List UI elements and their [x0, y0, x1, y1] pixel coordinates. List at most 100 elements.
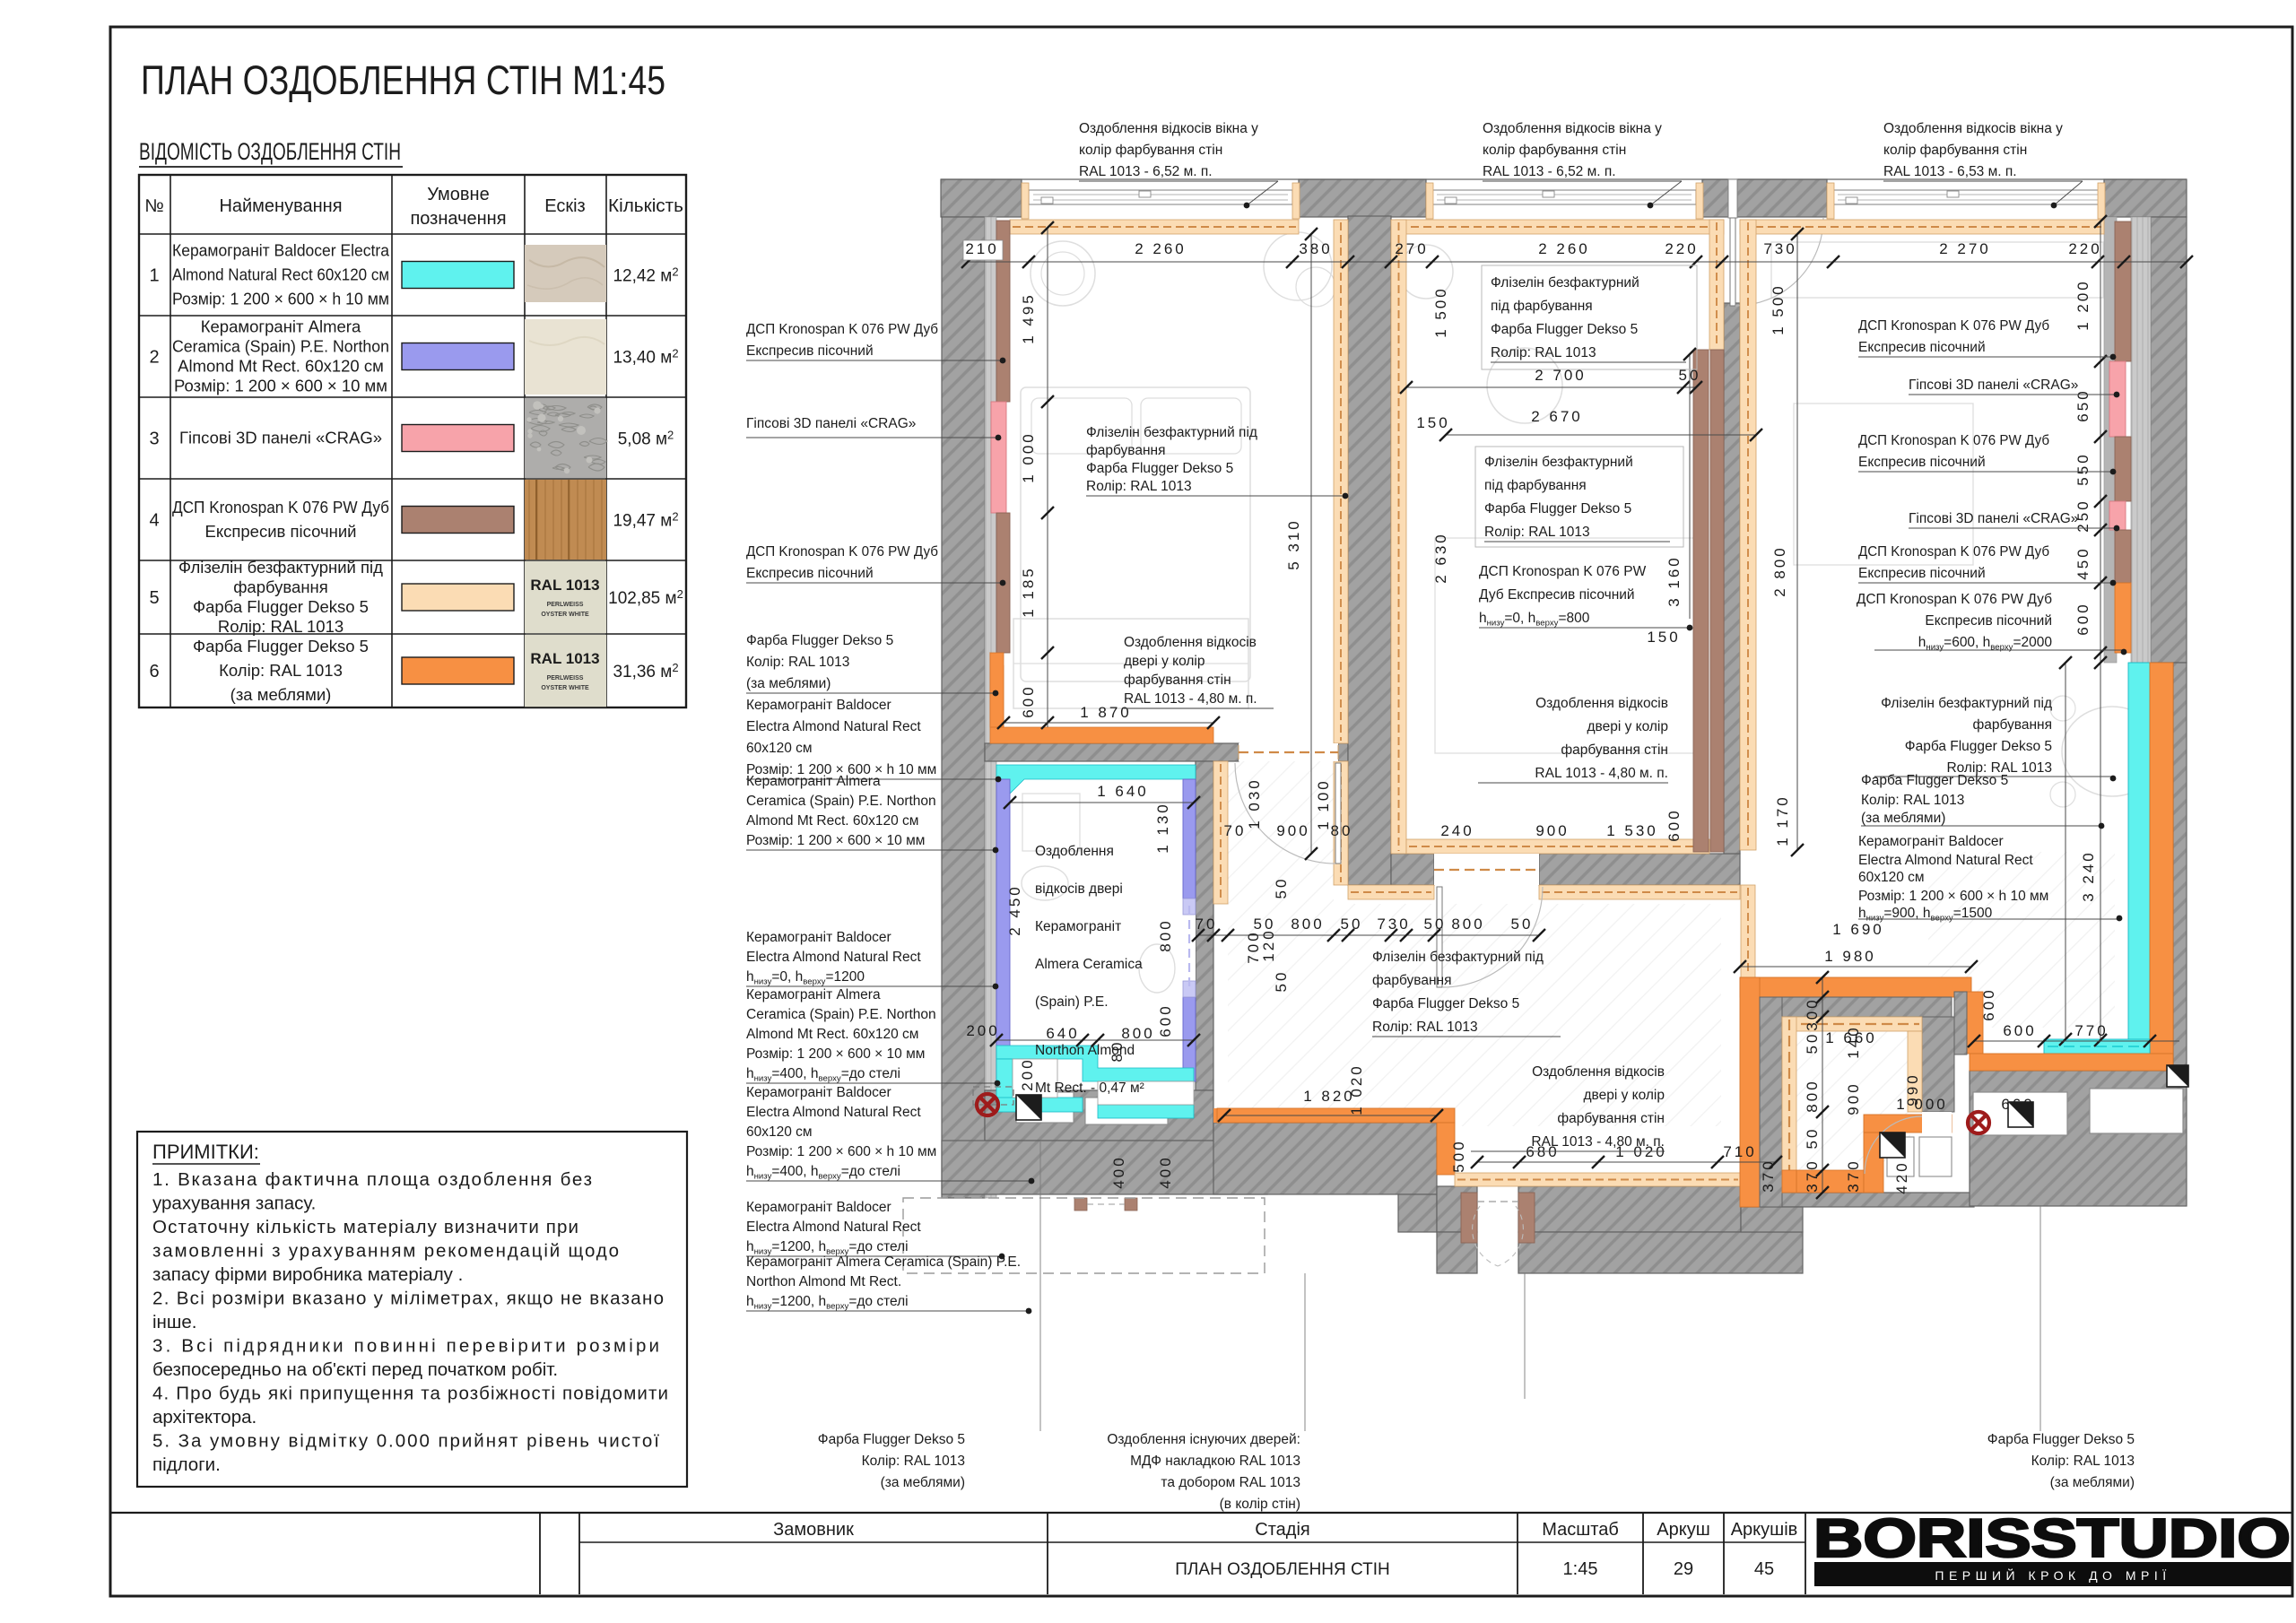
svg-text:380: 380	[1299, 240, 1332, 257]
svg-text:2 270: 2 270	[1939, 240, 1991, 257]
svg-text:(за меблями): (за меблями)	[746, 676, 831, 691]
svg-text:Rолір: RAL 1013: Rолір: RAL 1013	[1491, 345, 1596, 360]
svg-text:3 160: 3 160	[1665, 555, 1683, 607]
svg-text:600: 600	[1020, 684, 1037, 717]
svg-text:1. Вказана фактична площа озд: 1. Вказана фактична площа оздоблення без	[152, 1169, 592, 1190]
svg-text:900: 900	[1845, 1081, 1862, 1115]
svg-text:1 200: 1 200	[2074, 279, 2092, 331]
svg-text:4: 4	[149, 511, 159, 531]
svg-text:фарбування: фарбування	[1086, 443, 1165, 458]
svg-text:Оздоблення відкосів: Оздоблення відкосів	[1124, 635, 1257, 650]
svg-text:900: 900	[1276, 822, 1309, 839]
svg-text:RAL 1013 - 4,80 м. п.: RAL 1013 - 4,80 м. п.	[1535, 766, 1668, 781]
svg-text:фарбування стін: фарбування стін	[1124, 673, 1231, 688]
svg-text:730: 730	[1763, 240, 1796, 257]
svg-text:60x120 см: 60x120 см	[1858, 870, 1925, 885]
svg-text:Rолір: RAL 1013: Rолір: RAL 1013	[1484, 525, 1590, 540]
svg-text:5: 5	[149, 588, 159, 608]
svg-text:Кількість: Кількість	[608, 196, 683, 216]
svg-text:(за меблями): (за меблями)	[230, 685, 332, 704]
svg-text:Колір: RAL 1013: Колір: RAL 1013	[219, 661, 343, 680]
svg-text:1 495: 1 495	[1020, 292, 1037, 344]
svg-text:Almond Natural Rect 60x120 см: Almond Natural Rect 60x120 см	[172, 265, 389, 284]
svg-text:№: №	[144, 196, 163, 216]
svg-text:підлоги.: підлоги.	[152, 1454, 221, 1475]
svg-text:RAL 1013 - 6,52 м. п.: RAL 1013 - 6,52 м. п.	[1079, 164, 1213, 179]
svg-text:Дуб Експресив пісочний: Дуб Експресив пісочний	[1479, 587, 1635, 603]
svg-text:замовленні з урахуванням реком: замовленні з урахуванням рекомендацій що…	[152, 1241, 619, 1262]
svg-text:50: 50	[1804, 1032, 1821, 1055]
svg-text:Фарба Flugger Dekso 5: Фарба Flugger Dekso 5	[1861, 773, 2008, 788]
svg-text:3. Всі підрядники повинн: 3. Всі підрядники повинні перевірити роз…	[152, 1336, 659, 1357]
svg-text:відкосів двері: відкосів двері	[1035, 881, 1123, 897]
svg-text:240: 240	[1440, 822, 1474, 839]
svg-text:під фарбування: під фарбування	[1491, 299, 1593, 314]
svg-text:(за меблями): (за меблями)	[2050, 1475, 2135, 1490]
svg-text:фарбування стін: фарбування стін	[1557, 1111, 1665, 1126]
svg-text:Остаточну кількість матеріалу: Остаточну кількість матеріалу визначити …	[152, 1217, 578, 1237]
svg-text:Гіпсові 3D панелі «CRAG»: Гіпсові 3D панелі «CRAG»	[1909, 511, 2078, 526]
svg-text:Стадія: Стадія	[1255, 1520, 1309, 1540]
svg-text:370: 370	[1845, 1159, 1862, 1192]
svg-text:13,40 м2: 13,40 м2	[613, 347, 678, 368]
svg-text:2 260: 2 260	[1538, 240, 1590, 257]
svg-text:Оздоблення відкосів: Оздоблення відкосів	[1532, 1064, 1665, 1080]
svg-text:1 170: 1 170	[1774, 794, 1791, 846]
svg-text:1 640: 1 640	[1097, 783, 1149, 800]
svg-text:2 630: 2 630	[1432, 532, 1449, 584]
svg-text:420: 420	[1893, 1160, 1910, 1193]
svg-text:Mt Rect. - 0,47 м²: Mt Rect. - 0,47 м²	[1035, 1081, 1144, 1096]
svg-text:Розмір: 1 200 × 600 × h 10 мм: Розмір: 1 200 × 600 × h 10 мм	[1858, 889, 2048, 904]
svg-text:Флізелін безфактурний під: Флізелін безфактурний під	[1086, 425, 1257, 440]
svg-text:70: 70	[1196, 916, 1218, 933]
svg-text:ПЛАН ОЗДОБЛЕННЯ СТІН М1:45: ПЛАН ОЗДОБЛЕННЯ СТІН М1:45	[141, 57, 665, 103]
svg-text:800: 800	[1157, 918, 1174, 951]
svg-text:ДСП Kronospan K 076 PW Дуб: ДСП Kronospan K 076 PW Дуб	[1858, 433, 2049, 448]
svg-text:70: 70	[1224, 822, 1247, 839]
svg-text:Фарба Flugger Dekso 5: Фарба Flugger Dekso 5	[1086, 461, 1233, 476]
svg-text:RAL 1013 - 6,53 м. п.: RAL 1013 - 6,53 м. п.	[1883, 164, 2017, 179]
svg-text:370: 370	[1760, 1159, 1777, 1192]
svg-text:2 700: 2 700	[1535, 367, 1587, 384]
svg-text:ПЛАН ОЗДОБЛЕННЯ СТІН: ПЛАН ОЗДОБЛЕННЯ СТІН	[1175, 1560, 1389, 1579]
svg-text:Оздоблення існуючих дверей:: Оздоблення існуючих дверей:	[1107, 1432, 1300, 1447]
svg-text:1 130: 1 130	[1154, 802, 1171, 854]
svg-text:Оздоблення відкосів вікна у: Оздоблення відкосів вікна у	[1483, 121, 1662, 136]
svg-text:Northon Almond Mt Rect.: Northon Almond Mt Rect.	[746, 1274, 901, 1289]
svg-text:12,42 м2: 12,42 м2	[613, 265, 678, 286]
svg-text:hнизу=600, hверху=2000: hнизу=600, hверху=2000	[1918, 635, 2053, 653]
svg-text:Колір: RAL 1013: Колір: RAL 1013	[1861, 793, 1964, 808]
svg-text:45: 45	[1754, 1559, 1774, 1579]
svg-text:Колір: RAL 1013: Колір: RAL 1013	[2031, 1454, 2135, 1469]
svg-text:колір фарбування стін: колір фарбування стін	[1883, 143, 2027, 158]
svg-text:2 800: 2 800	[1771, 545, 1788, 597]
svg-text:770: 770	[2074, 1022, 2108, 1039]
svg-text:270: 270	[1395, 240, 1428, 257]
svg-text:450: 450	[2074, 546, 2092, 579]
svg-text:5,08 м2: 5,08 м2	[618, 429, 674, 449]
svg-text:1 820: 1 820	[1303, 1088, 1355, 1105]
svg-text:600: 600	[2003, 1022, 2036, 1039]
svg-text:2 260: 2 260	[1135, 240, 1187, 257]
svg-text:2. Всі розміри вказано у мілім: 2. Всі розміри вказано у міліметрах, якщ…	[152, 1289, 664, 1309]
svg-text:Electra Almond Natural Rect: Electra Almond Natural Rect	[746, 1105, 921, 1120]
svg-text:2: 2	[149, 348, 159, 368]
svg-text:безпосередньо на об'єкті перед: безпосередньо на об'єкті перед початком …	[152, 1359, 558, 1380]
svg-text:двері у колір: двері у колір	[1584, 1088, 1665, 1103]
svg-text:6: 6	[149, 662, 159, 681]
svg-text:hнизу=400, hверху=до стелі: hнизу=400, hверху=до стелі	[746, 1066, 900, 1084]
svg-text:400: 400	[1110, 1155, 1127, 1188]
svg-text:50: 50	[1804, 1127, 1821, 1150]
svg-text:50: 50	[1341, 916, 1363, 933]
svg-text:Фарба Flugger Dekso 5: Фарба Flugger Dekso 5	[193, 597, 369, 616]
svg-text:ВІДОМІСТЬ ОЗДОБЛЕННЯ СТІН: ВІДОМІСТЬ ОЗДОБЛЕННЯ СТІН	[139, 138, 401, 165]
svg-text:Аркушів: Аркушів	[1731, 1520, 1798, 1540]
svg-text:Експресив пісочний: Експресив пісочний	[204, 522, 356, 541]
svg-text:250: 250	[2074, 499, 2092, 532]
svg-text:Керамограніт Baldocer: Керамограніт Baldocer	[746, 1085, 891, 1100]
svg-text:1 020: 1 020	[1348, 1063, 1365, 1115]
svg-text:650: 650	[2074, 388, 2092, 421]
svg-text:1 030: 1 030	[1246, 777, 1263, 829]
svg-text:Electra Almond Natural Rect: Electra Almond Natural Rect	[746, 719, 921, 734]
svg-text:Керамограніт Almera Ceramica (: Керамограніт Almera Ceramica (Spain) P.E…	[746, 1254, 1021, 1270]
